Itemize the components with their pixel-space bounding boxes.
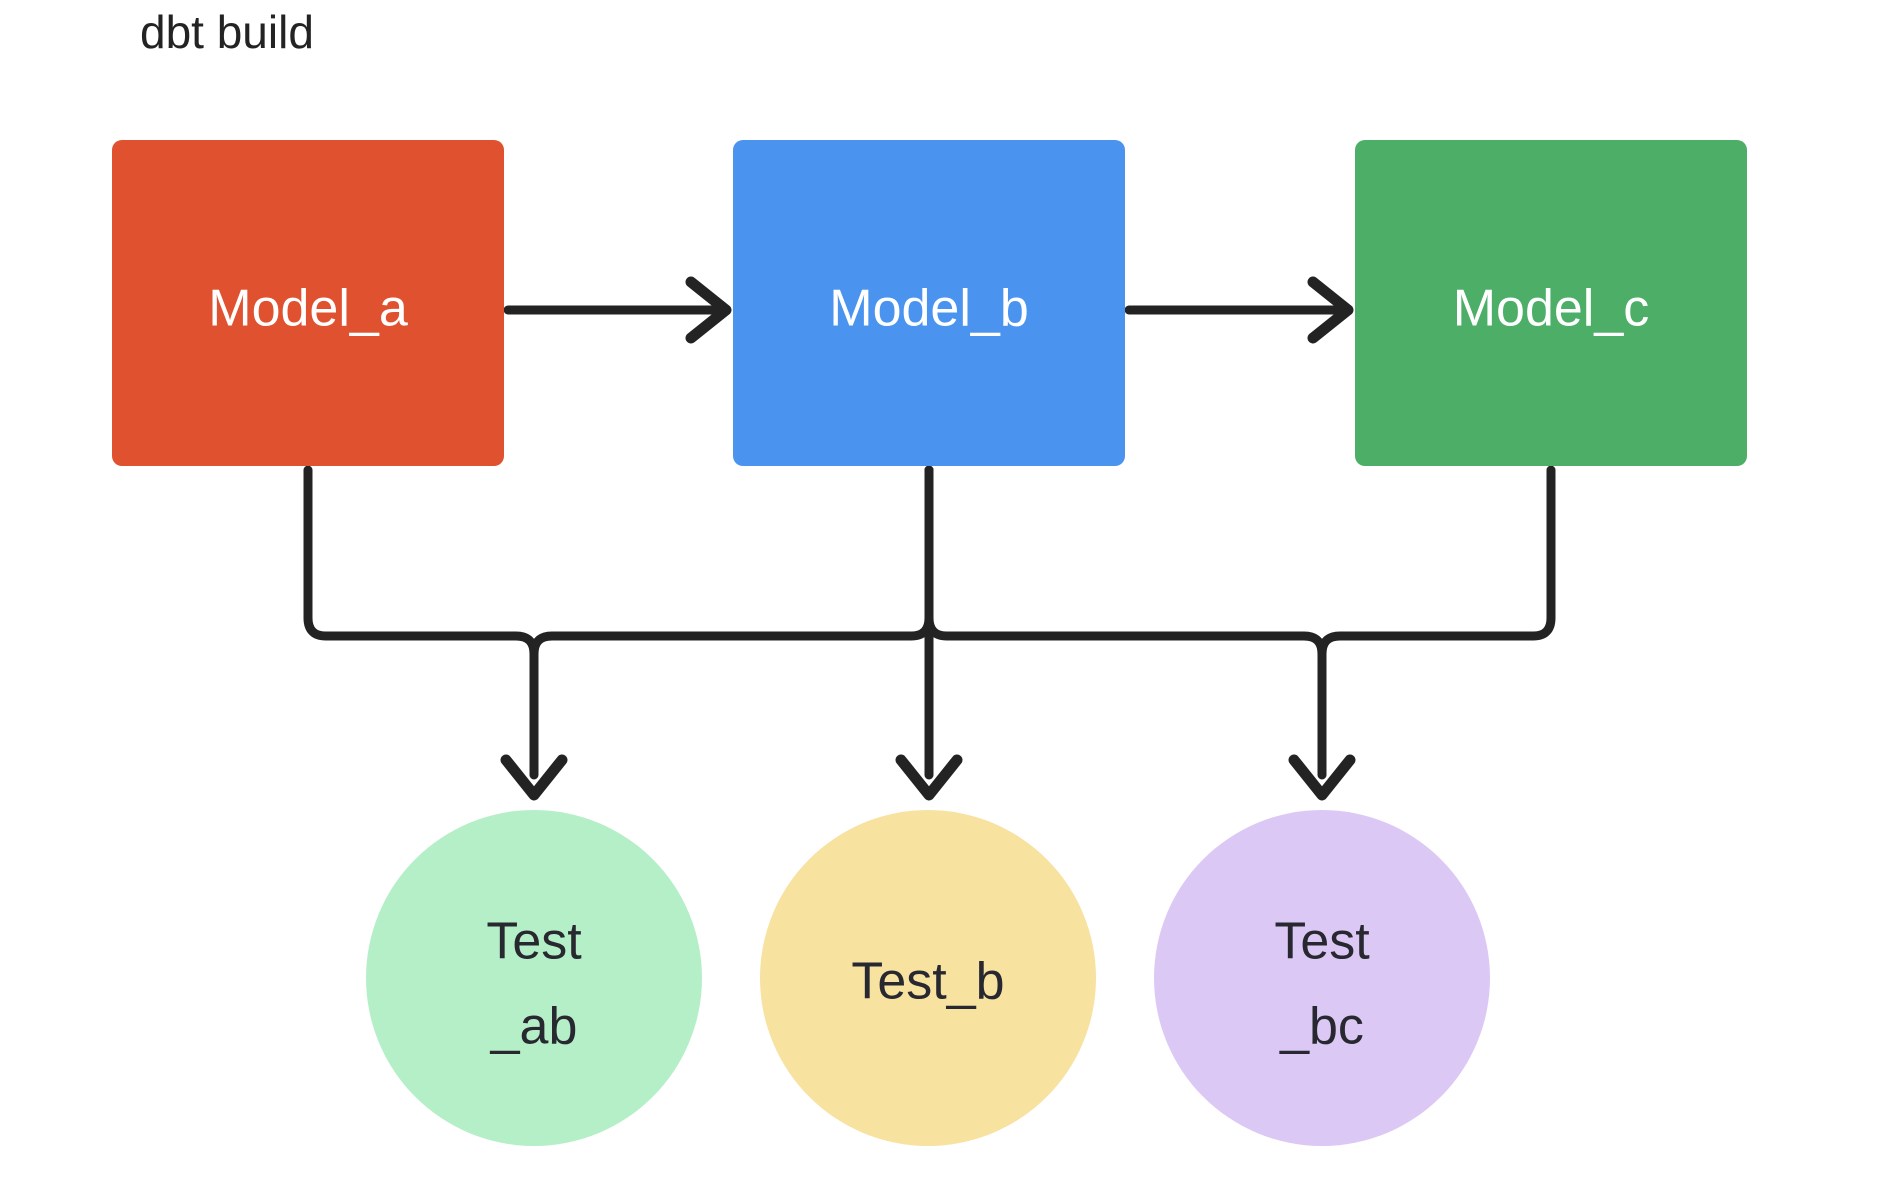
node-shape-rect[interactable] — [1355, 140, 1747, 466]
node-shape-circle[interactable] — [1154, 810, 1490, 1146]
node-label-line-1: Test — [486, 913, 582, 971]
edge-model-c-to-test-bc — [1317, 465, 1556, 659]
node-label-line-2: _ab — [490, 998, 578, 1056]
edge-line — [303, 465, 539, 780]
edge-line — [924, 465, 1327, 780]
model-nodes-layer: Model_a Model_b Model_c — [112, 140, 1747, 466]
edge-model-b-to-test-bc — [924, 465, 1356, 801]
arrowhead-icon — [1288, 754, 1356, 801]
edge-model-a-to-model-b — [503, 276, 732, 344]
arrowhead-icon — [685, 276, 732, 344]
node-label-line-1: Test_b — [851, 953, 1004, 1011]
edge-model-a-to-test-ab — [303, 465, 568, 801]
edge-line — [529, 465, 934, 659]
test-nodes-layer: Test _ab Test_b Test _bc — [366, 810, 1490, 1146]
node-shape-rect[interactable] — [112, 140, 504, 466]
node-model-c[interactable]: Model_c — [1355, 140, 1747, 466]
arrowhead-icon — [500, 754, 568, 801]
diagram-title: dbt build — [140, 6, 314, 58]
node-test-bc[interactable]: Test _bc — [1154, 810, 1490, 1146]
edge-model-b-to-test-ab — [529, 465, 934, 659]
node-label: Model_a — [208, 280, 408, 338]
arrowhead-icon — [1307, 276, 1354, 344]
node-shape-rect[interactable] — [733, 140, 1125, 466]
edges-layer — [303, 276, 1556, 801]
node-shape-circle[interactable] — [366, 810, 702, 1146]
node-test-b[interactable]: Test_b — [760, 810, 1096, 1146]
node-label: Model_b — [829, 280, 1028, 338]
node-model-b[interactable]: Model_b — [733, 140, 1125, 466]
node-shape-circle[interactable] — [760, 810, 1096, 1146]
node-model-a[interactable]: Model_a — [112, 140, 504, 466]
edge-model-b-to-model-c — [1124, 276, 1354, 344]
edge-line — [1317, 465, 1556, 659]
node-label-line-1: Test — [1274, 913, 1370, 971]
node-label: Model_c — [1453, 280, 1650, 338]
node-label-line-2: _bc — [1279, 998, 1364, 1056]
arrowhead-icon — [895, 754, 963, 801]
node-test-ab[interactable]: Test _ab — [366, 810, 702, 1146]
